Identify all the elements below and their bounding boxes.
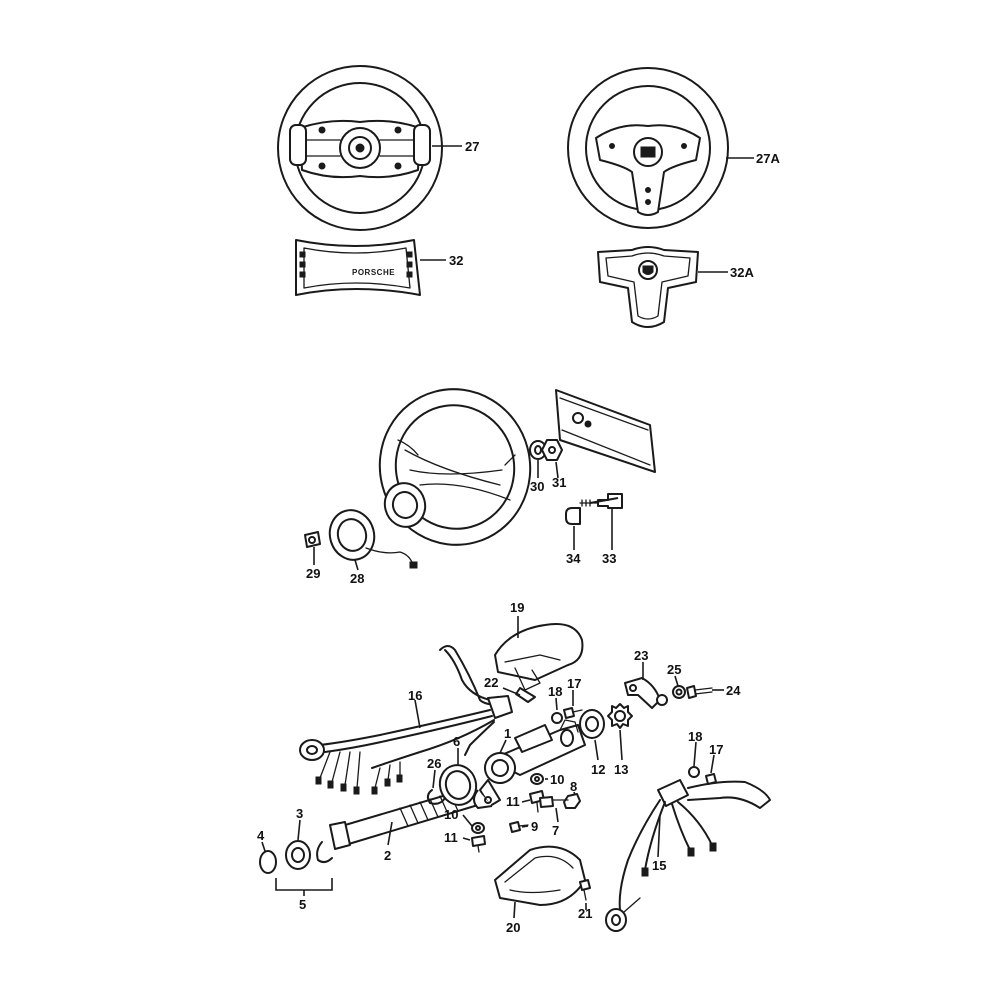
cancelling-cam (624, 677, 713, 709)
horn-pad-crest (597, 246, 699, 328)
screw-21 (579, 879, 591, 901)
callout-27: 27 (465, 139, 479, 154)
callout-8: 8 (570, 779, 577, 794)
callout-17-upper: 17 (567, 676, 581, 691)
callout-15: 15 (652, 858, 666, 873)
callout-30: 30 (530, 479, 544, 494)
callout-5: 5 (299, 897, 306, 912)
callout-21: 21 (578, 906, 592, 921)
callout-32a: 32A (730, 265, 754, 280)
ring-6 (438, 764, 478, 806)
leader-lines (261, 145, 754, 919)
callout-11-lower: 11 (444, 830, 458, 845)
callout-32: 32 (449, 253, 463, 268)
screws-17-18-upper (551, 707, 583, 724)
callout-6: 6 (453, 734, 460, 749)
callout-3: 3 (296, 806, 303, 821)
callout-34: 34 (566, 551, 581, 566)
three-spoke-steering-wheel (567, 67, 729, 229)
callout-24: 24 (726, 683, 741, 698)
callout-20: 20 (506, 920, 520, 935)
porsche-logo-text: PORSCHE (352, 268, 395, 277)
callout-9: 9 (531, 819, 538, 834)
combination-switch-harness (299, 645, 513, 795)
callout-labels: 27 32 27A 32A 30 31 33 34 28 29 19 16 22… (257, 139, 780, 935)
wheel-hardware (529, 439, 623, 525)
callout-26: 26 (427, 756, 441, 771)
bearing-and-circlips (259, 840, 333, 891)
trim-plate (555, 389, 656, 473)
callout-18-upper: 18 (548, 684, 562, 699)
steering-wheel-main (378, 388, 532, 546)
callout-33: 33 (602, 551, 616, 566)
clip-22 (515, 687, 536, 703)
callout-2: 2 (384, 848, 391, 863)
callout-27a: 27A (756, 151, 780, 166)
callout-11-upper: 11 (506, 794, 520, 809)
callout-10-upper: 10 (550, 772, 564, 787)
callout-23: 23 (634, 648, 648, 663)
callout-16: 16 (408, 688, 422, 703)
column-hardware (471, 773, 581, 853)
bearing-12 (579, 709, 605, 739)
callout-19: 19 (510, 600, 524, 615)
lower-column-shroud (494, 845, 586, 906)
callout-25: 25 (667, 662, 681, 677)
callout-7: 7 (552, 823, 559, 838)
callout-22: 22 (484, 675, 498, 690)
four-spoke-steering-wheel (277, 65, 443, 231)
callout-12: 12 (591, 762, 605, 777)
callout-28: 28 (350, 571, 364, 586)
horn-pad-porsche: PORSCHE (295, 239, 421, 296)
callout-31: 31 (552, 475, 566, 490)
callout-18-lower: 18 (688, 729, 702, 744)
callout-4: 4 (257, 828, 265, 843)
callout-29: 29 (306, 566, 320, 581)
callout-1: 1 (504, 726, 511, 741)
callout-13: 13 (614, 762, 628, 777)
star-washer-13 (607, 703, 633, 729)
wiper-switch-harness (605, 766, 771, 932)
circlip-26 (426, 789, 446, 805)
callout-10-lower: 10 (444, 807, 458, 822)
callout-17-lower: 17 (709, 742, 723, 757)
column-tube-lock-housing (473, 719, 586, 809)
horn-contact-ring (304, 509, 418, 569)
